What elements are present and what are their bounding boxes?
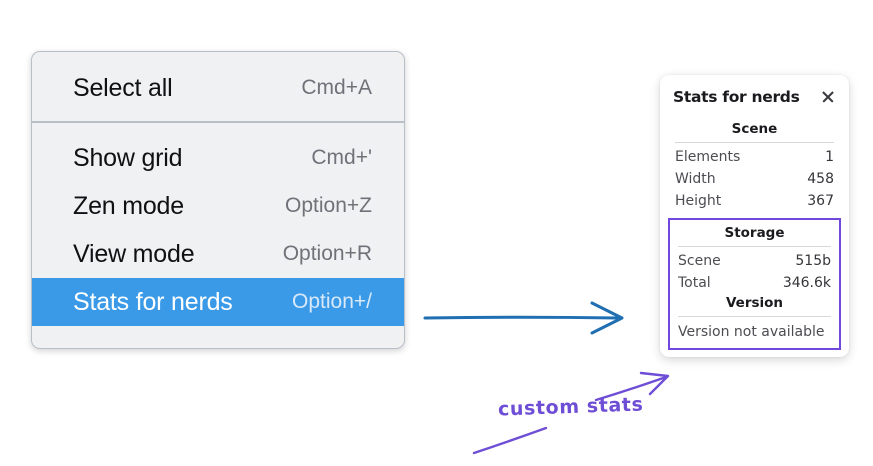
- custom-stats-highlight-group: Storage Scene 515b Total 346.6k Version …: [668, 218, 841, 350]
- menu-item-shortcut: Cmd+': [311, 146, 372, 169]
- menu-item-stats-for-nerds[interactable]: Stats for nerds Option+/: [32, 278, 404, 326]
- stat-value: 1: [825, 149, 834, 165]
- stat-row-storage-scene: Scene 515b: [676, 250, 833, 272]
- purple-underline-stroke: [472, 426, 548, 455]
- stat-value: 346.6k: [782, 275, 831, 291]
- menu-item-label: Show grid: [73, 143, 183, 172]
- menu-item-shortcut: Option+R: [282, 242, 372, 265]
- stat-label: Width: [675, 171, 716, 187]
- stat-label: Scene: [678, 253, 721, 269]
- version-section-heading: Version: [725, 295, 784, 311]
- menu-item-select-all[interactable]: Select all Cmd+A: [32, 64, 404, 112]
- menu-item-label: Stats for nerds: [73, 287, 233, 316]
- stats-panel-header: Stats for nerds: [673, 88, 836, 106]
- stat-row-width: Width 458: [673, 168, 836, 190]
- context-menu: Select all Cmd+A Show grid Cmd+' Zen mod…: [31, 51, 405, 349]
- menu-item-shortcut: Option+Z: [285, 194, 372, 217]
- menu-divider: [32, 121, 404, 123]
- stat-label: Height: [675, 193, 722, 209]
- scene-rule: [675, 142, 834, 143]
- version-rule: [678, 316, 831, 317]
- stats-for-nerds-panel: Stats for nerds Scene Elements 1 Width 4…: [660, 75, 849, 357]
- menu-item-label: Zen mode: [73, 191, 184, 220]
- stat-value: 515b: [795, 253, 831, 269]
- stat-row-elements: Elements 1: [673, 146, 836, 168]
- menu-item-view-mode[interactable]: View mode Option+R: [32, 230, 404, 278]
- storage-rule: [678, 246, 831, 247]
- menu-item-show-grid[interactable]: Show grid Cmd+': [32, 134, 404, 182]
- stat-value: 458: [807, 171, 834, 187]
- annotation-label-custom-stats: custom stats: [497, 393, 644, 421]
- stat-label: Total: [678, 275, 711, 291]
- menu-item-label: View mode: [73, 239, 195, 268]
- stat-row-storage-total: Total 346.6k: [676, 272, 833, 294]
- scene-section-heading: Scene: [731, 121, 778, 137]
- stat-row-height: Height 367: [673, 190, 836, 212]
- close-icon[interactable]: [820, 89, 836, 105]
- stat-value: 367: [807, 193, 834, 209]
- menu-item-shortcut: Cmd+A: [301, 76, 372, 99]
- stat-label: Elements: [675, 149, 741, 165]
- blue-arrow-icon: [423, 301, 624, 335]
- menu-group-2: Show grid Cmd+' Zen mode Option+Z View m…: [32, 123, 404, 344]
- purple-arrow-icon: [594, 371, 670, 402]
- version-text: Version not available: [678, 324, 825, 340]
- stats-panel-title: Stats for nerds: [673, 88, 800, 106]
- menu-item-shortcut: Option+/: [292, 290, 372, 313]
- menu-group-1: Select all Cmd+A: [32, 56, 404, 121]
- storage-section-heading: Storage: [724, 225, 785, 241]
- menu-bottom-padding: [32, 326, 404, 344]
- menu-item-label: Select all: [73, 73, 173, 102]
- menu-item-zen-mode[interactable]: Zen mode Option+Z: [32, 182, 404, 230]
